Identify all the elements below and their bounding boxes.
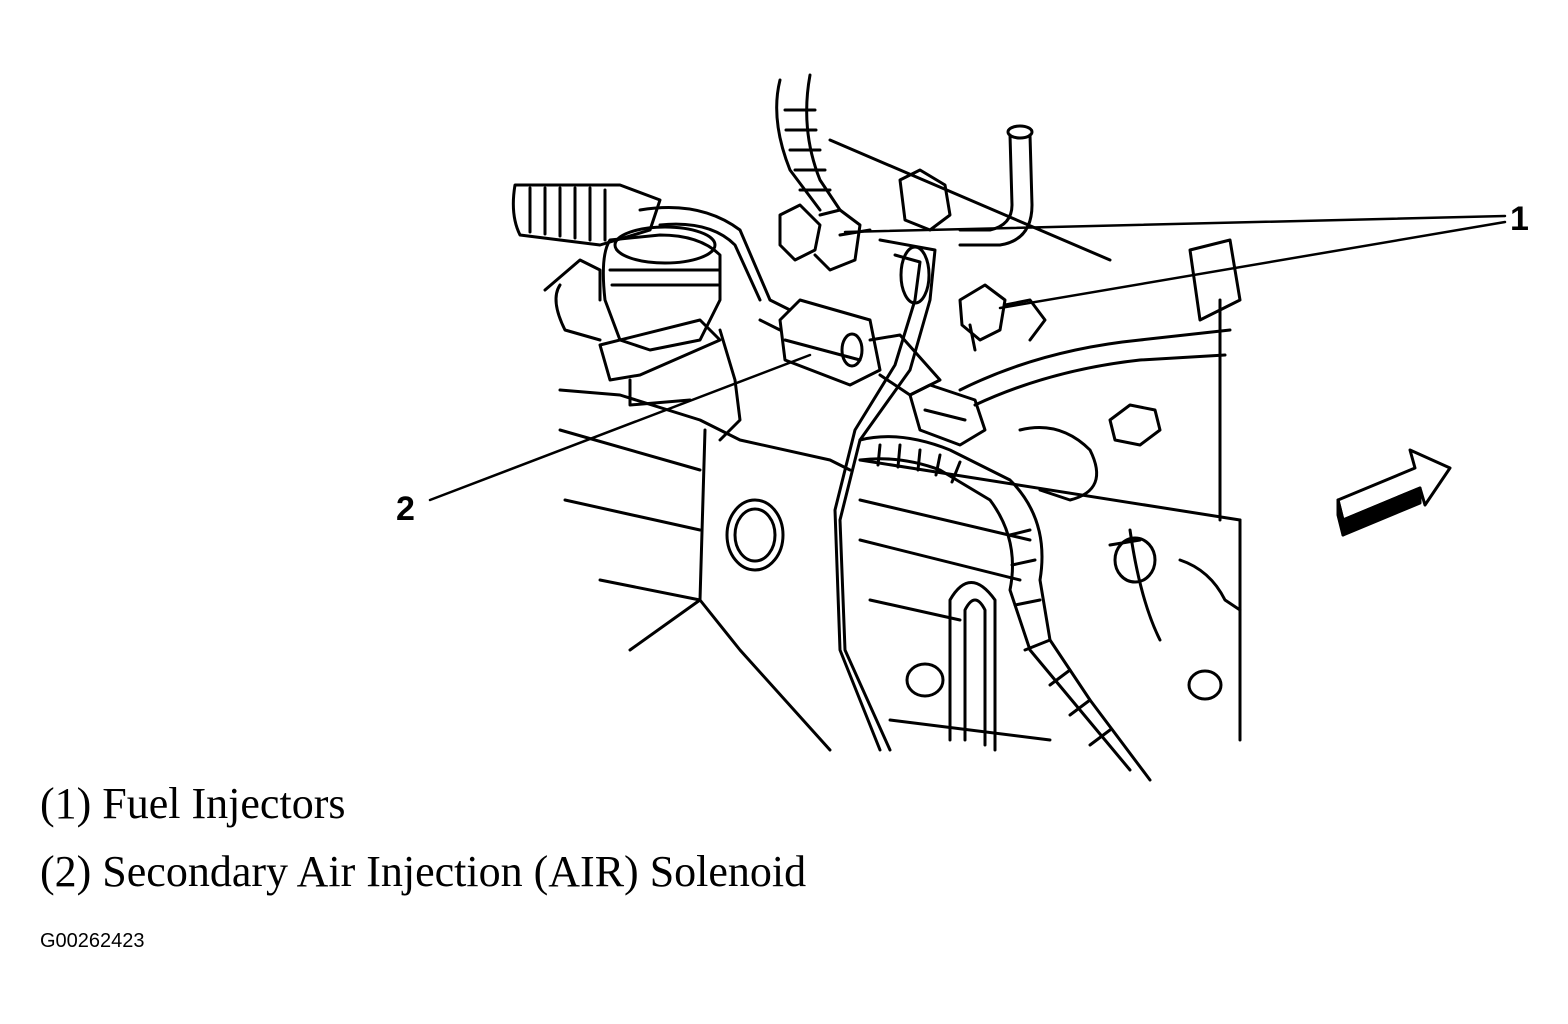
callout-label-1: 1 xyxy=(1510,200,1529,238)
fuel-injector-lower xyxy=(958,283,1047,352)
engine-block xyxy=(558,298,1242,752)
air-solenoid xyxy=(758,298,987,447)
arrow-forward-icon xyxy=(1336,448,1452,537)
bolts xyxy=(1108,238,1242,612)
intake-assembly xyxy=(511,183,722,407)
bracket xyxy=(833,238,997,752)
wiring-harness xyxy=(638,73,1162,782)
figure-id: G00262423 xyxy=(40,930,145,952)
fuel-rail xyxy=(828,124,1232,407)
callout-label-2: 2 xyxy=(396,490,415,528)
legend-item-air-solenoid: (2) Secondary Air Injection (AIR) Soleno… xyxy=(40,847,807,896)
legend-item-fuel-injectors: (1) Fuel Injectors xyxy=(40,779,346,828)
fuel-injector-upper xyxy=(778,203,872,272)
callout-leaders xyxy=(428,214,1507,502)
